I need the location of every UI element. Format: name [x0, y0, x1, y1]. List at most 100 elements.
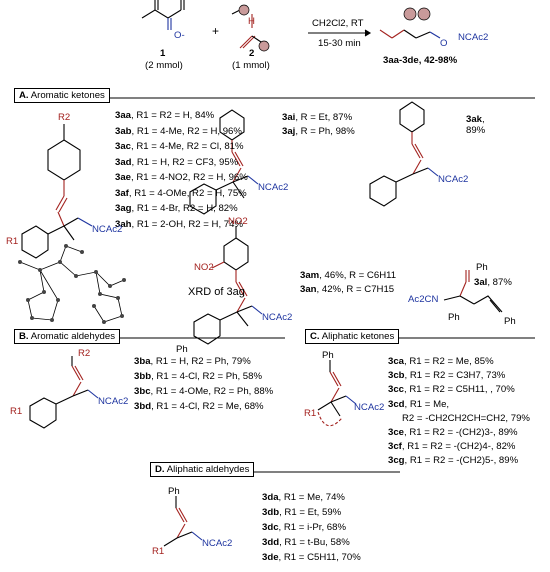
compound-detail: , R1 = R2 = -(CH2)3-, 89% [404, 427, 518, 438]
compound-id: 3cc [388, 384, 405, 396]
compound-id: 3cf [388, 441, 402, 453]
compound-id: 3aa [115, 110, 132, 121]
compound-detail: , R1 = Me, [404, 398, 450, 410]
label-ncac2-d: NCAc2 [202, 538, 233, 549]
compound-id: 3ad [115, 156, 132, 168]
reagent-2-label: 2 [249, 48, 255, 59]
compound-detail: , R1 = R2 = C3H7, 73% [404, 370, 506, 382]
entry-3ak: 3ak, 89% [466, 114, 486, 136]
product-ncac2: NCAc2 [458, 32, 489, 43]
compound-id: 3ai [282, 112, 296, 123]
compound-detail: , R1 = 4-NO2, R2 = H, 96% [131, 172, 248, 183]
compound-id: 3dc [262, 522, 279, 533]
compound-entry: 3ab, R1 = 4-Me, R2 = H, 96% [115, 126, 242, 137]
label-no2-am: NO2 [194, 262, 214, 273]
scaffold-a-al [443, 270, 503, 313]
compound-entry: 3bd, R1 = 4-Cl, R2 = Me, 68% [134, 401, 264, 412]
compound-id: 3de [262, 552, 279, 563]
compound-detail: , 46%, R = C6H11 [319, 270, 397, 281]
compound-detail: , R1 = 4-OMe, R2 = H, 75% [128, 187, 247, 199]
label-ph-al: Ph [476, 262, 488, 273]
product-oxygen: O [440, 38, 448, 49]
compound-entry: 3an, 42%, R = C7H15 [300, 284, 394, 295]
compound-detail: , R1 = 4-Cl, R2 = Ph, 58% [151, 371, 262, 382]
compound-id: 3cg [388, 455, 405, 467]
label-ncac2-ai: NCAc2 [258, 182, 289, 193]
compound-detail: , R1 = Me, 74% [278, 492, 345, 503]
reaction-time: 15-30 min [318, 38, 361, 49]
compound-id: 3ce [388, 427, 405, 438]
compound-entry: 3da, R1 = Me, 74% [262, 492, 345, 503]
scaffold-d [163, 496, 203, 547]
compound-entry: 3ag, R1 = 4-Br, R2 = H, 82% [115, 203, 238, 214]
compound-entry: 3ai, R = Et, 87% [282, 112, 352, 123]
compound-detail: , R1 = R2 = Me, 85% [404, 356, 494, 367]
compound-entry: 3ad, R1 = H, R2 = CF3, 95% [115, 157, 238, 168]
label-r1-b: R1 [10, 406, 23, 417]
compound-entry: 3aa, R1 = R2 = H, 84% [115, 110, 214, 121]
compound-detail: , R1 = Et, 59% [279, 507, 342, 518]
section-c-title: C. Aliphatic ketones [305, 329, 400, 344]
compound-id: 3dd [262, 537, 280, 548]
label-r1-c: R1 [304, 408, 317, 419]
compound-entry: R2 = -CH2CH2CH=CH2, 79% [402, 413, 530, 424]
compound-detail: , R1 = 4-Br, R2 = H, 82% [131, 203, 238, 214]
compound-id: 3db [262, 507, 280, 518]
compound-entry: 3de, R1 = C5H11, 70% [262, 552, 361, 563]
compound-detail: , R1 = C5H11, 70% [278, 552, 361, 563]
compound-entry: 3cc, R1 = R2 = C5H11, , 70% [388, 384, 515, 395]
compound-id: 3da [262, 492, 279, 503]
entry-3al: 3al, 87% [474, 277, 512, 288]
compound-detail: , R1 = R2 = H, 84% [131, 110, 215, 121]
reagent-1-oxime: O- [174, 30, 185, 41]
reagent-2-amount: (1 mmol) [232, 60, 270, 71]
compound-entry: 3db, R1 = Et, 59% [262, 507, 341, 518]
compound-entry: 3cb, R1 = R2 = C3H7, 73% [388, 370, 505, 381]
compound-id: 3bc [134, 386, 151, 397]
compound-id: 3ab [115, 125, 132, 137]
label-r1-a: R1 [6, 236, 19, 247]
label-ph-al2: Ph [448, 312, 460, 323]
compound-id: 3am [300, 270, 320, 281]
scaffold-a-am [193, 226, 263, 345]
xrd-label: XRD of 3ag [188, 286, 245, 298]
compound-detail: , R1 = R2 = -(CH2)4-, 82% [401, 441, 516, 453]
reaction-conditions: CH2Cl2, RT [312, 18, 364, 29]
reagent-2-nh: H [248, 16, 255, 27]
scaffold-c [317, 360, 357, 427]
reagent-1-amount: (2 mmol) [145, 60, 183, 71]
compound-entry: 3ba, R1 = H, R2 = Ph, 79% [134, 356, 251, 367]
compound-detail: , R1 = 4-Me, R2 = Cl, 81% [131, 141, 244, 152]
compound-entry: 3ae, R1 = 4-NO2, R2 = H, 96% [115, 172, 248, 183]
compound-id: 3an [300, 284, 317, 295]
compound-id: 3aj [282, 126, 296, 137]
compound-detail: , R1 = H, R2 = CF3, 95% [131, 156, 239, 168]
scaffold-a-ai [189, 109, 259, 215]
compound-detail: , R1 = t-Bu, 58% [279, 537, 350, 548]
compound-id: 3ah [115, 218, 132, 230]
label-ac2cn-al: Ac2CN [408, 294, 439, 305]
compound-entry: 3dc, R1 = i-Pr, 68% [262, 522, 346, 533]
compound-entry: 3ca, R1 = R2 = Me, 85% [388, 356, 494, 367]
compound-detail: , R1 = 2-OH, R2 = H, 74% [131, 218, 243, 230]
compound-id: 3ca [388, 356, 405, 367]
reagent-balls [238, 4, 431, 52]
compound-entry: 3bb, R1 = 4-Cl, R2 = Ph, 58% [134, 371, 262, 382]
label-ncac2-c: NCAc2 [354, 402, 385, 413]
compound-detail: , R1 = i-Pr, 68% [278, 522, 346, 533]
compound-entry: 3ce, R1 = R2 = -(CH2)3-, 89% [388, 427, 518, 438]
label-ncac2-am: NCAc2 [262, 312, 293, 323]
label-ncac2-b: NCAc2 [98, 396, 129, 407]
compound-detail: , R1 = 4-Cl, R2 = Me, 68% [151, 401, 264, 412]
compound-id: 3cb [388, 370, 405, 382]
label-no2-top: NO2 [228, 216, 248, 227]
compound-entry: 3ah, R1 = 2-OH, R2 = H, 74% [115, 219, 243, 230]
compound-id: 3ag [115, 203, 132, 214]
scaffold-b [29, 356, 99, 429]
label-r2-a: R2 [58, 112, 71, 123]
product-range: 3aa-3de, 42-98% [383, 55, 458, 66]
label-ncac2-a: NCAc2 [92, 224, 123, 235]
compound-entry: 3bc, R1 = 4-OMe, R2 = Ph, 88% [134, 386, 273, 397]
